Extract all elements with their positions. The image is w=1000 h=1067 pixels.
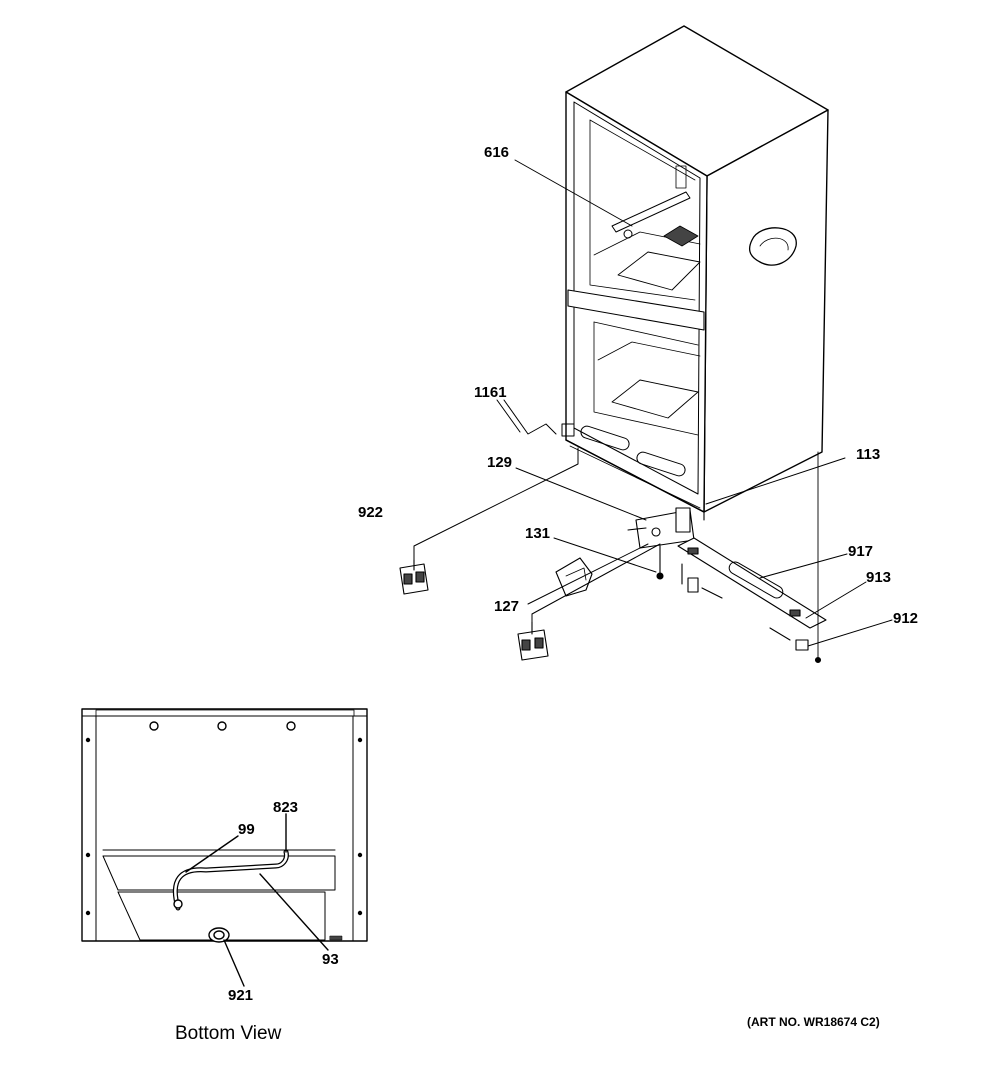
art-number: (ART NO. WR18674 C2) <box>747 1015 880 1029</box>
callout-131: 131 <box>525 525 551 542</box>
bottom-view-frame <box>81 708 368 942</box>
cabinet-liner <box>573 101 701 495</box>
callout-912: 912 <box>893 610 919 627</box>
callout-93: 93 <box>322 951 339 968</box>
leveling-leg-right <box>517 621 549 661</box>
callout-823: 823 <box>273 799 299 816</box>
leveling-leg-left <box>399 559 429 595</box>
bottom-view-drawing <box>81 708 368 987</box>
cabinet <box>565 25 829 513</box>
callout-127: 127 <box>494 598 520 615</box>
side-handle-shape <box>748 227 797 266</box>
mullion <box>567 289 705 331</box>
callout-129: 129 <box>487 454 513 471</box>
callout-1161: 1161 <box>474 384 507 401</box>
callout-917: 917 <box>848 543 874 560</box>
callout-913: 913 <box>866 569 892 586</box>
bottom-view-caption: Bottom View <box>175 1023 282 1044</box>
callout-921: 921 <box>228 987 254 1004</box>
callout-922: 922 <box>358 504 384 521</box>
base-grille <box>677 537 827 629</box>
callout-113: 113 <box>856 446 881 463</box>
callout-616: 616 <box>484 144 510 161</box>
hardware-parts <box>399 399 827 664</box>
cabinet-side <box>703 109 829 513</box>
leader-lines <box>413 159 893 647</box>
callout-99: 99 <box>238 821 255 838</box>
